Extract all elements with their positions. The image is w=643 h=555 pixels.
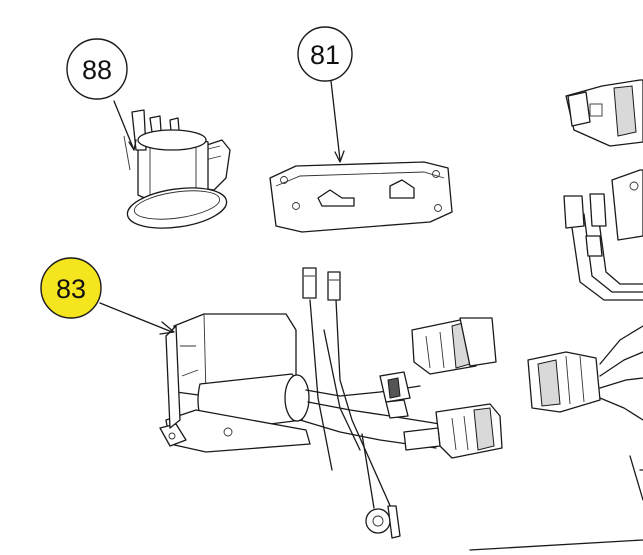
partial-line-bottom (469, 539, 643, 551)
callout-circle (297, 26, 353, 82)
callout-88[interactable]: 88 (66, 38, 128, 100)
callout-circle-highlighted (40, 257, 102, 319)
callout-circle (66, 38, 128, 100)
callout-label-83: 83 (56, 274, 86, 304)
partial-connector-lower-right (527, 325, 643, 501)
callout-label-88: 88 (82, 55, 112, 85)
part-88-round-switch[interactable] (123, 109, 231, 234)
partial-harness-right (563, 169, 643, 301)
callout-81[interactable]: 81 (297, 26, 353, 82)
part-83-relay-harness[interactable] (159, 267, 503, 539)
partial-connector-upper-right (565, 79, 643, 147)
callout-83[interactable]: 83 (40, 257, 102, 319)
callout-label-81: 81 (310, 40, 340, 70)
part-81-mounting-plate[interactable] (269, 161, 453, 233)
leader-lines (99, 80, 345, 335)
